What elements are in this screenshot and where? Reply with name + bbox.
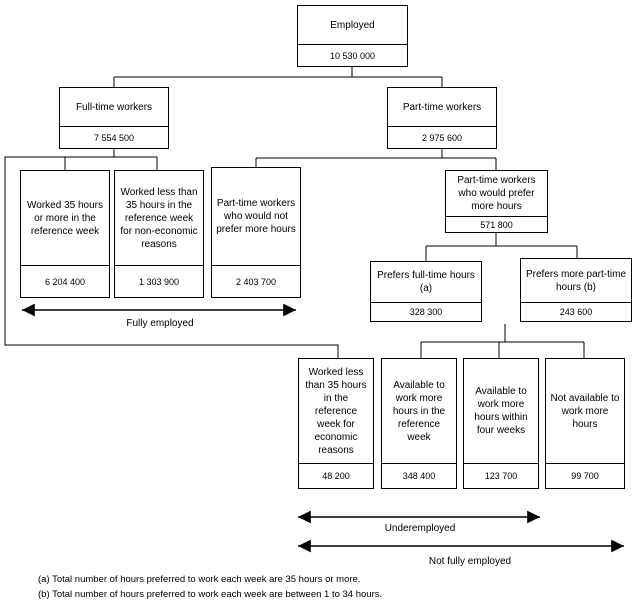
node-pt-prefer-more: Part-time workers who would prefer more … <box>445 170 548 233</box>
node-part-time-workers: Part-time workers 2 975 600 <box>387 87 497 149</box>
not-fully-employed-label: Not fully employed <box>428 556 512 567</box>
node-available-reference-week: Available to work more hours in the refe… <box>381 358 457 489</box>
node-pt-not-prefer-more: Part-time workers who would not prefer m… <box>211 167 301 298</box>
fully-employed-label: Fully employed <box>126 318 194 329</box>
node-worked-less-economic: Worked less than 35 hours in the referen… <box>298 358 374 489</box>
node-value: 48 200 <box>299 463 373 488</box>
node-title: Prefers full-time hours (a) <box>377 270 475 294</box>
node-value: 10 530 000 <box>298 44 407 66</box>
node-value: 7 554 500 <box>60 126 168 148</box>
node-title: Worked 35 hours or more in the reference… <box>27 199 103 237</box>
node-value: 2 403 700 <box>212 265 300 297</box>
node-value: 1 303 900 <box>115 265 203 297</box>
node-value: 99 700 <box>546 463 624 488</box>
node-not-available: Not available to work more hours 99 700 <box>545 358 625 489</box>
node-worked-35-plus: Worked 35 hours or more in the reference… <box>20 170 110 298</box>
node-value: 2 975 600 <box>388 126 496 148</box>
node-prefers-full-time: Prefers full-time hours (a) 328 300 <box>370 261 482 322</box>
node-title: Not available to work more hours <box>550 392 620 430</box>
node-available-four-weeks: Available to work more hours within four… <box>463 358 539 489</box>
underemployed-label: Underemployed <box>384 523 456 534</box>
node-title: Part-time workers who would prefer more … <box>457 175 536 212</box>
node-title: Prefers more part-time hours (b) <box>525 268 627 293</box>
node-prefers-more-part-time: Prefers more part-time hours (b) 243 600 <box>520 258 632 322</box>
node-title: Available to work more hours within four… <box>474 386 528 436</box>
node-value: 6 204 400 <box>21 265 109 297</box>
footnote-a: (a) Total number of hours preferred to w… <box>38 574 361 585</box>
node-full-time-workers: Full-time workers 7 554 500 <box>59 87 169 149</box>
node-employed: Employed 10 530 000 <box>297 5 408 67</box>
node-worked-less-non-economic: Worked less than 35 hours in the referen… <box>114 170 204 298</box>
node-value: 123 700 <box>464 463 538 488</box>
node-title: Part-time workers <box>402 101 482 113</box>
node-value: 243 600 <box>521 302 631 321</box>
node-value: 348 400 <box>382 463 456 488</box>
node-value: 571 800 <box>446 216 547 232</box>
node-value: 328 300 <box>371 302 481 321</box>
footnote-b: (b) Total number of hours preferred to w… <box>38 589 383 600</box>
node-title: Worked less than 35 hours in the referen… <box>120 186 198 250</box>
node-title: Full-time workers <box>75 101 153 113</box>
node-title: Available to work more hours in the refe… <box>392 379 446 443</box>
node-title: Worked less than 35 hours in the referen… <box>305 366 367 456</box>
node-title: Part-time workers who would not prefer m… <box>216 198 296 235</box>
node-title: Employed <box>330 19 375 31</box>
